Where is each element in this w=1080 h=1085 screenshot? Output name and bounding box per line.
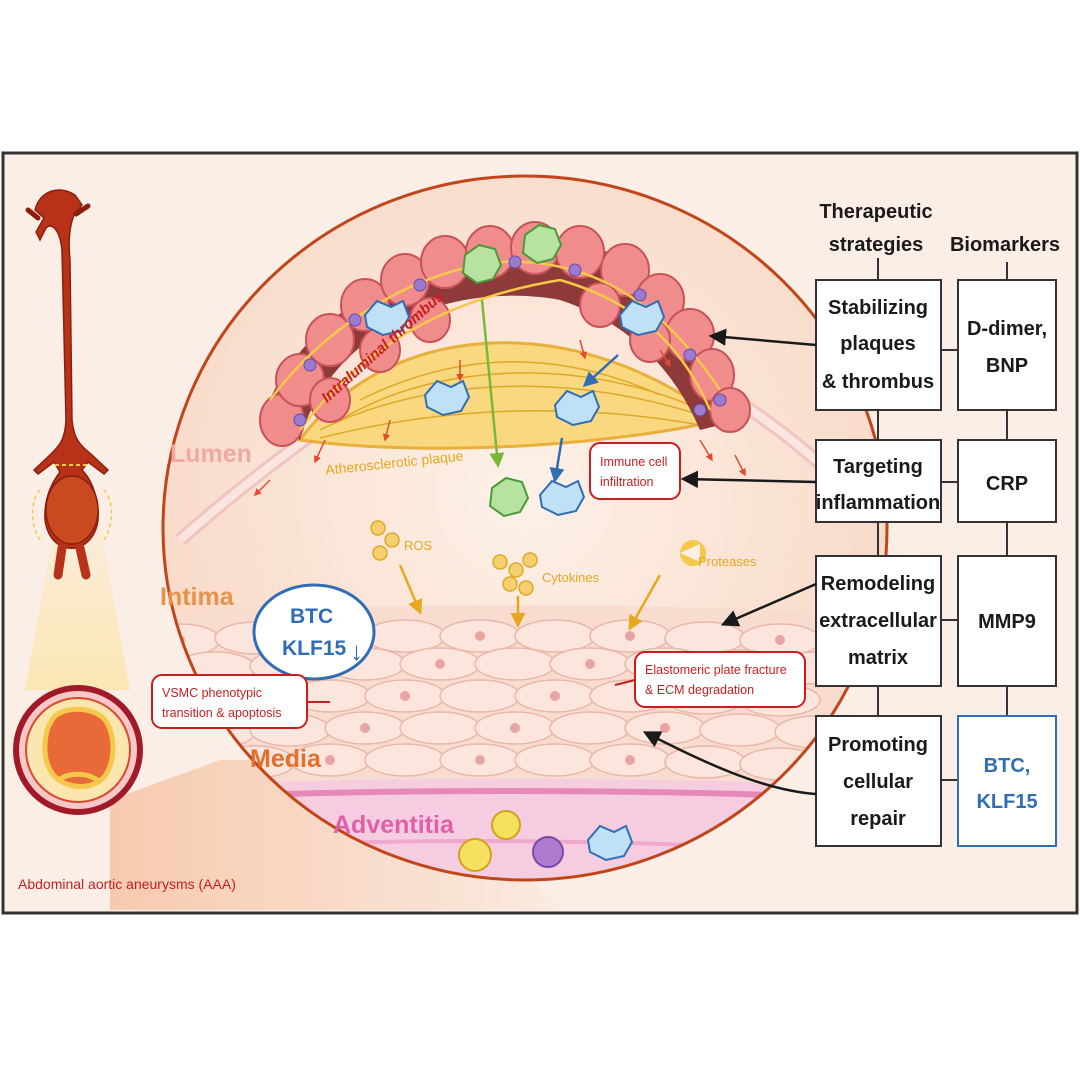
strategy-remodeling-line3: matrix <box>848 647 908 669</box>
aaa-label: Abdominal aortic aneurysms (AAA) <box>18 876 236 892</box>
strategy-box-inflammation <box>815 439 942 523</box>
biomarker-btc-line2: KLF15 <box>976 791 1037 813</box>
strategy-repair-line2: cellular <box>843 771 913 793</box>
strategy-box-stabilizing <box>815 279 942 411</box>
biomarker-ddimer-line1: D-dimer, <box>967 318 1047 340</box>
strategy-remodeling-line1: Remodeling <box>821 573 935 595</box>
klf15-label: KLF15 <box>282 637 347 660</box>
biomarker-box-ddimer <box>957 279 1057 411</box>
therapeutic-header-line1: Therapeutic <box>819 201 932 223</box>
strategy-stabilizing-line2: plaques <box>840 333 916 355</box>
immune-cell-line2: infiltration <box>600 475 654 489</box>
elastomeric-line1: Elastomeric plate fracture <box>645 663 787 677</box>
cytokines-label: Cytokines <box>542 570 600 585</box>
proteases-label: Proteases <box>698 554 757 569</box>
elastomeric-line2: & ECM degradation <box>645 683 754 697</box>
arrow-remodeling <box>720 582 817 627</box>
strategy-stabilizing-line1: Stabilizing <box>828 297 928 319</box>
arrow-inflammation <box>680 470 817 489</box>
therapeutic-header-line2: strategies <box>829 234 924 256</box>
strategy-inflammation-line2: inflammation <box>816 492 940 514</box>
biomarker-crp: CRP <box>986 473 1028 495</box>
elastomeric-callout: Elastomeric plate fracture & ECM degrada… <box>614 651 806 708</box>
strategy-panel: Therapeutic strategies Biomarkers Stabil… <box>642 201 1060 847</box>
arrow-repair <box>642 731 817 796</box>
immune-cell-infiltration-callout: Immune cell infiltration <box>589 442 681 500</box>
biomarker-ddimer-line2: BNP <box>986 355 1028 377</box>
intima-label: Intima <box>160 583 235 611</box>
btc-label: BTC <box>290 605 333 628</box>
aorta-illustration <box>25 189 113 580</box>
biomarker-box-btc <box>957 715 1057 847</box>
strategy-remodeling-line2: extracellular <box>819 610 937 632</box>
strategy-box-remodeling <box>815 555 942 687</box>
vessel-outline <box>161 174 889 882</box>
biomarker-btc-line1: BTC, <box>984 755 1031 777</box>
strategy-repair-line1: Promoting <box>828 734 928 756</box>
biomarkers-header: Biomarkers <box>950 234 1060 256</box>
intraluminal-thrombus <box>259 221 751 447</box>
aorta-beam <box>25 525 130 690</box>
strategy-inflammation-line1: Targeting <box>833 456 923 478</box>
adventitia-label: Adventitia <box>333 811 455 839</box>
arrow-stabilizing <box>708 328 817 347</box>
btc-klf15-callout: BTC KLF15 ↓ <box>252 583 376 681</box>
biomarker-box-crp <box>957 439 1057 523</box>
down-arrow-icon: ↓ <box>350 636 363 666</box>
lumen-label: Lumen <box>170 440 252 468</box>
strategy-repair-line3: repair <box>850 808 906 830</box>
ros-label: ROS <box>404 538 433 553</box>
vsmc-line1: VSMC phenotypic <box>162 686 262 700</box>
biomarker-box-mmp9 <box>957 555 1057 687</box>
biomarker-mmp9: MMP9 <box>978 611 1036 633</box>
media-label: Media <box>250 745 322 773</box>
aorta-cross-section <box>13 685 143 815</box>
strategy-stabilizing-line3: & thrombus <box>822 371 934 393</box>
immune-cell-line1: Immune cell <box>600 455 667 469</box>
strategy-box-repair <box>815 715 942 847</box>
vsmc-callout: VSMC phenotypic transition & apoptosis <box>151 674 330 729</box>
vsmc-line2: transition & apoptosis <box>162 706 282 720</box>
